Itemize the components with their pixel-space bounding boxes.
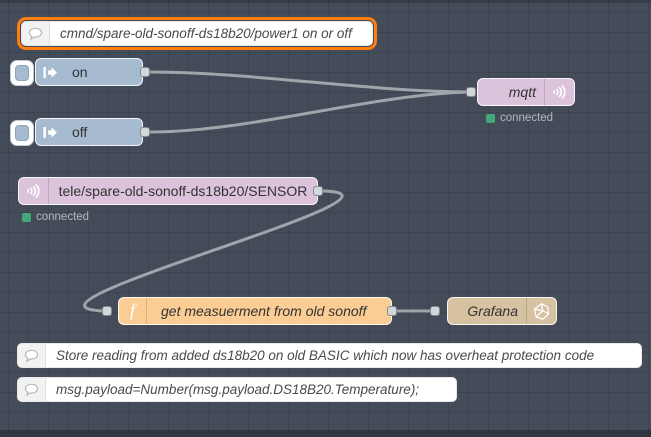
selection-outline: cmnd/spare-old-sonoff-ds18b20/power1 on … xyxy=(17,17,377,50)
node-label: get measuerment from old sonoff xyxy=(161,303,367,319)
comment-text: Store reading from added ds18b20 on old … xyxy=(56,348,595,363)
node-label: Grafana xyxy=(467,303,518,319)
comment-node-power[interactable]: cmnd/spare-old-sonoff-ds18b20/power1 on … xyxy=(21,21,373,46)
output-port[interactable] xyxy=(387,306,397,316)
comment-icon xyxy=(18,378,46,401)
input-port[interactable] xyxy=(102,306,112,316)
input-port[interactable] xyxy=(466,87,476,97)
status-connected-dot xyxy=(22,212,31,222)
wire-on-to-mqtt[interactable] xyxy=(148,70,473,94)
inject-node-off[interactable]: off xyxy=(35,118,143,146)
comment-icon xyxy=(22,22,50,45)
inject-arrow-icon xyxy=(36,119,64,145)
comment-icon xyxy=(18,344,46,367)
mqtt-broadcast-icon xyxy=(544,79,574,105)
node-label: mqtt xyxy=(508,84,536,100)
output-port[interactable] xyxy=(140,127,150,137)
comment-node-code[interactable]: msg.payload=Number(msg.payload.DS18B20.T… xyxy=(17,377,457,402)
mqtt-broadcast-icon xyxy=(19,178,49,204)
wire-off-to-mqtt[interactable] xyxy=(148,90,473,134)
wire-sensor-to-function[interactable] xyxy=(83,189,344,313)
comment-node-store[interactable]: Store reading from added ds18b20 on old … xyxy=(17,343,642,368)
inject-node-on[interactable]: on xyxy=(35,58,143,86)
node-status: connected xyxy=(486,112,553,124)
node-status: connected xyxy=(22,211,89,223)
mqtt-out-node[interactable]: mqtt xyxy=(477,78,575,106)
status-connected-dot xyxy=(486,113,495,123)
mqtt-in-node[interactable]: tele/spare-old-sonoff-ds18b20/SENSOR xyxy=(18,177,318,205)
function-node[interactable]: f get measuerment from old sonoff xyxy=(118,297,392,325)
status-text: connected xyxy=(500,112,554,124)
inject-button[interactable] xyxy=(10,120,34,146)
grafana-node[interactable]: Grafana xyxy=(447,297,557,325)
inject-button[interactable] xyxy=(10,60,34,86)
comment-text: msg.payload=Number(msg.payload.DS18B20.T… xyxy=(56,382,420,397)
node-label: on xyxy=(72,64,88,80)
status-text: connected xyxy=(36,211,90,223)
node-label: off xyxy=(72,124,88,140)
function-icon: f xyxy=(119,298,147,324)
node-label: tele/spare-old-sonoff-ds18b20/SENSOR xyxy=(58,183,308,199)
output-port[interactable] xyxy=(313,186,323,196)
influxdb-icon xyxy=(526,298,556,324)
comment-text: cmnd/spare-old-sonoff-ds18b20/power1 on … xyxy=(60,26,352,41)
input-port[interactable] xyxy=(430,306,440,316)
output-port[interactable] xyxy=(140,67,150,77)
inject-arrow-icon xyxy=(36,59,64,85)
